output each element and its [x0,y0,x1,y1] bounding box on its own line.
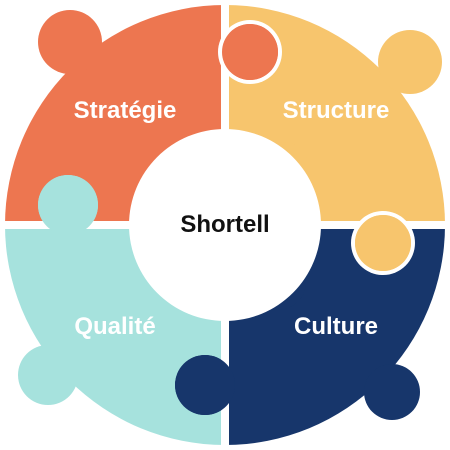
divider-top [221,0,229,225]
divider-left [0,221,225,229]
center-circle [129,129,321,321]
divider-right [225,221,450,229]
divider-bottom [221,225,229,450]
piece-label-qualite: Qualité [74,313,155,340]
piece-label-culture: Culture [294,313,378,340]
piece-label-strategie: Stratégie [74,97,177,124]
center-label: Shortell [180,211,269,238]
piece-label-structure: Structure [283,97,390,124]
